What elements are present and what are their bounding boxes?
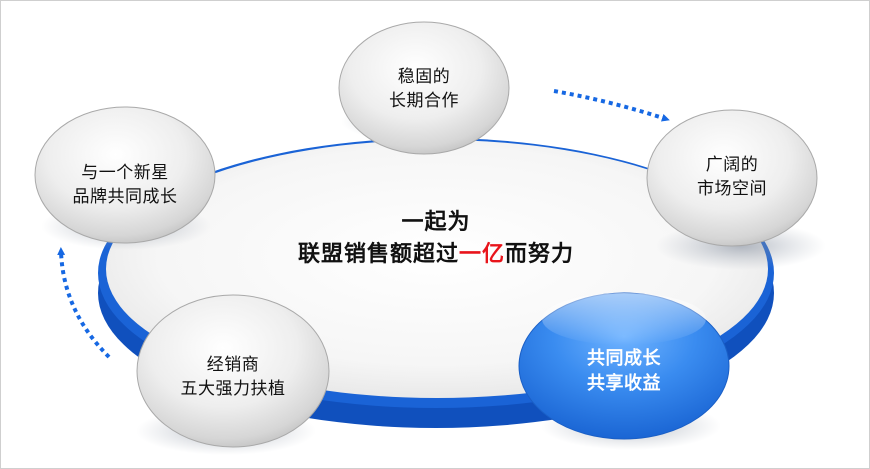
upward-arrow-icon: [57, 247, 111, 359]
node-left-label: 与一个新星 品牌共同成长: [45, 161, 205, 209]
node-bottom-right-line2: 共享收益: [587, 373, 661, 394]
node-left-line1: 与一个新星: [81, 163, 169, 183]
node-bottom-left-line1: 经销商: [206, 355, 260, 375]
bubble-right: [646, 109, 818, 247]
clockwise-arrow-icon: [553, 89, 670, 122]
node-bottom-right-label: 共同成长 共享收益: [544, 346, 704, 396]
bubble-left: [34, 106, 216, 244]
node-top-line1: 稳固的: [397, 67, 451, 87]
node-left-line2: 品牌共同成长: [72, 187, 178, 207]
node-bottom-right-line1: 共同成长: [587, 348, 661, 369]
node-right-line1: 广阔的: [705, 155, 759, 175]
node-bottom-left-line2: 五大强力扶植: [180, 379, 286, 399]
center-slogan: 一起为 联盟销售额超过一亿而努力: [271, 207, 601, 271]
bubble-top: [338, 21, 510, 155]
bubble-bottom-left: [136, 294, 330, 448]
node-top-line2: 长期合作: [389, 91, 459, 111]
center-line2-before: 联盟销售额超过: [297, 242, 459, 267]
node-bottom-left-label: 经销商 五大强力扶植: [153, 353, 313, 401]
center-line2-after: 而努力: [505, 242, 575, 267]
bubble-bottom-right: [518, 292, 730, 440]
node-right-line2: 市场空间: [697, 179, 767, 199]
center-line2-highlight: 一亿: [458, 242, 505, 267]
center-line2: 联盟销售额超过一亿而努力: [271, 239, 601, 271]
center-line1: 一起为: [401, 210, 471, 235]
node-top-label: 稳固的 长期合作: [344, 65, 504, 113]
node-right-label: 广阔的 市场空间: [652, 153, 812, 201]
